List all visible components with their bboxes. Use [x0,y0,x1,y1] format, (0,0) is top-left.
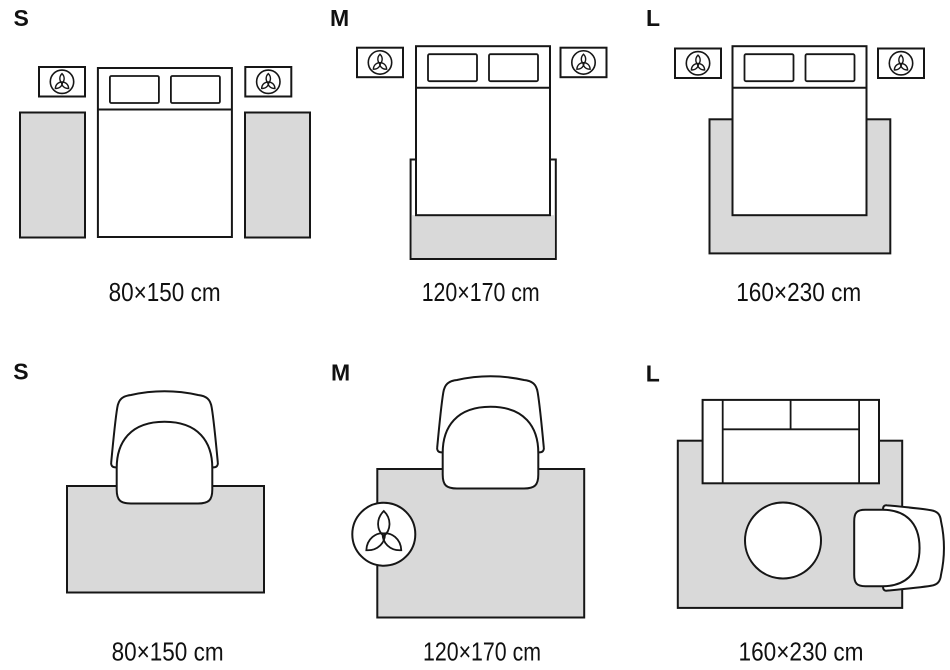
sofa-frame [701,398,880,485]
rug-size-caption: 160×230 cm [736,277,861,307]
armchair [436,375,545,490]
panel-bedroom-l: L 160×230 cm [646,5,924,307]
nightstand-right [878,49,924,79]
rug-size-caption: 120×170 cm [423,637,541,667]
size-label: M [330,5,349,31]
panel-bedroom-m: M 120×170 cm [330,5,607,307]
armchair [110,390,219,505]
size-label: S [14,5,29,31]
nightstand-left [39,67,85,97]
size-label: S [13,359,28,385]
panel-bedroom-s: S 80×150 cm [14,5,311,307]
size-label: L [646,361,660,387]
rug-size-caption: 160×230 cm [739,637,864,667]
nightstand-right [245,67,291,97]
nightstand-right [561,48,607,77]
sofa [701,398,880,485]
coffee-table [744,501,822,580]
panel-living-s: S 80×150 cm [13,359,265,667]
bed [415,45,551,217]
runner-rug-right [244,111,311,239]
size-label: L [646,5,660,31]
rug-size-caption: 80×150 cm [112,637,224,667]
bed [96,67,233,238]
nightstand-left [357,48,403,77]
rug-size-caption: 80×150 cm [109,277,221,307]
nightstand-left [675,49,721,79]
runner-rug-left [19,111,86,239]
armchair [853,504,945,592]
rug-size-caption: 120×170 cm [422,277,540,307]
rug-visible-part [411,215,555,258]
panel-living-l: L 160×230 cm [646,361,945,667]
panel-living-m: M 120×170 cm [331,360,586,667]
size-label: M [331,360,350,386]
bed [731,45,868,217]
